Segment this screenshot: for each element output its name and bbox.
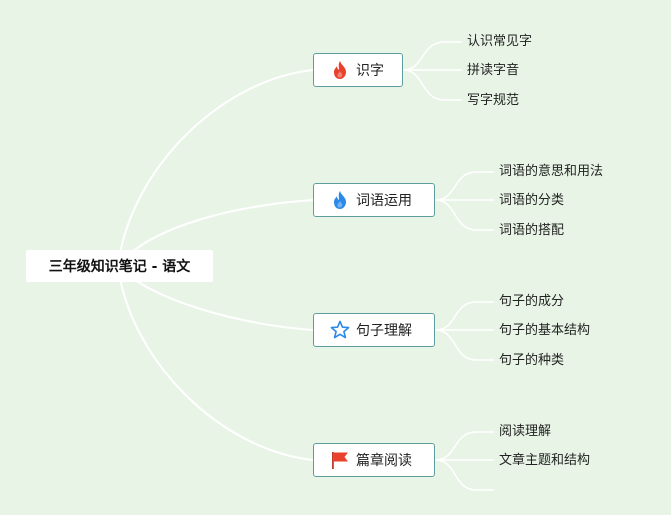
branch-topic-pianzhang[interactable]: 篇章阅读 bbox=[313, 443, 435, 477]
leaf-topic[interactable]: 词语的意思和用法 bbox=[499, 164, 604, 179]
leaf-topic[interactable]: 阅读理解 bbox=[499, 424, 552, 439]
branch-topic-juzi[interactable]: 句子理解 bbox=[313, 313, 435, 347]
leaf-topic[interactable]: 认识常见字 bbox=[467, 34, 533, 49]
leaf-topic[interactable]: 句子的种类 bbox=[499, 353, 565, 368]
branch-topic-shizi[interactable]: 识字 bbox=[313, 53, 403, 87]
root-topic-label: 三年级知识笔记 - 语文 bbox=[48, 259, 191, 275]
branch-label: 句子理解 bbox=[356, 323, 412, 339]
branch-topic-ciyu[interactable]: 词语运用 bbox=[313, 183, 435, 217]
leaf-topic[interactable]: 写字规范 bbox=[467, 93, 520, 108]
star-outline-icon bbox=[330, 320, 350, 340]
leaf-topic[interactable]: 句子的成分 bbox=[499, 294, 565, 309]
leaf-topic[interactable]: 拼读字音 bbox=[467, 63, 520, 78]
leaf-topic[interactable]: 词语的搭配 bbox=[499, 223, 565, 238]
branch-label: 篇章阅读 bbox=[356, 453, 412, 469]
root-topic[interactable]: 三年级知识笔记 - 语文 bbox=[26, 250, 213, 282]
fire-blue-icon bbox=[330, 190, 350, 210]
branch-label: 词语运用 bbox=[356, 193, 412, 209]
fire-red-icon bbox=[330, 60, 350, 80]
leaf-topic[interactable]: 词语的分类 bbox=[499, 193, 565, 208]
leaf-topic[interactable]: 文章主题和结构 bbox=[499, 453, 591, 468]
branch-label: 识字 bbox=[356, 63, 384, 79]
red-flag-icon bbox=[330, 450, 350, 470]
leaf-topic[interactable]: 句子的基本结构 bbox=[499, 323, 591, 338]
